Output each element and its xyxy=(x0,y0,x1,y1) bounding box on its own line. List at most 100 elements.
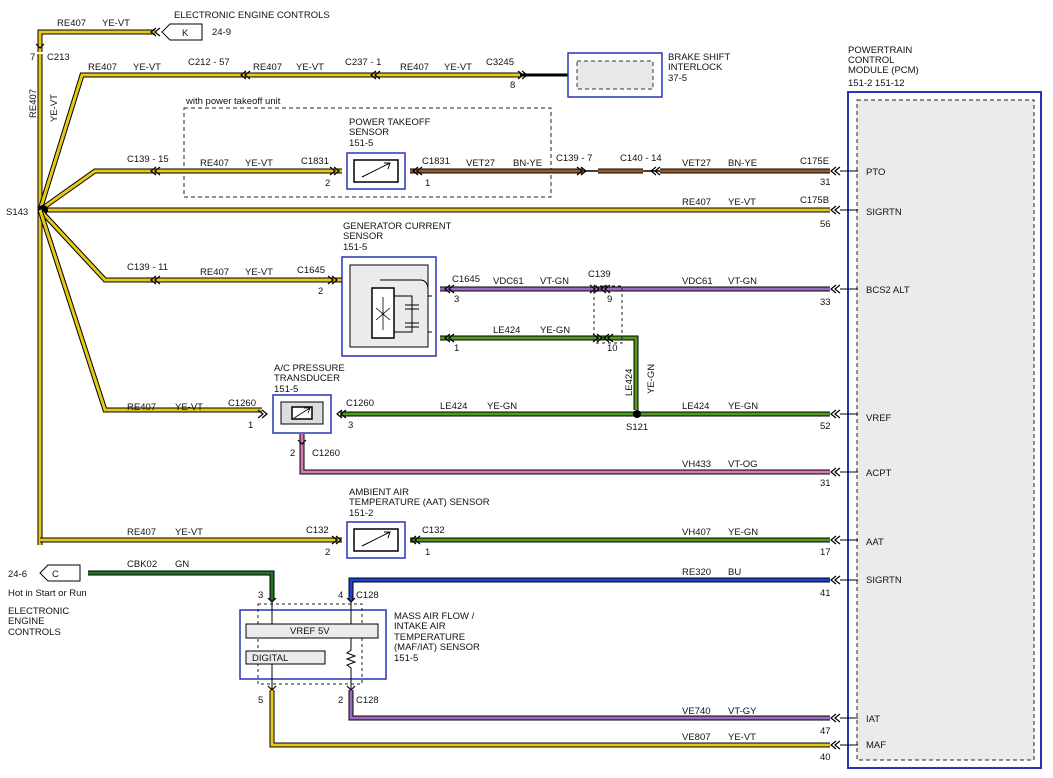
gen-pin-1: 1 xyxy=(454,343,459,354)
aat-left-circuit: RE407 xyxy=(127,527,156,538)
aat-pin-2: 2 xyxy=(325,547,330,558)
gen-sig-color-2: VT-GN xyxy=(728,276,757,287)
s121-vert-color: YE-GN xyxy=(646,364,657,394)
pto-c140-14: C140 - 14 xyxy=(620,153,662,164)
gen-pin-10: 10 xyxy=(607,343,618,354)
pto-right-color: BN-YE xyxy=(513,158,542,169)
ac-left-color: YE-VT xyxy=(175,402,203,413)
s121-vert-circuit: LE424 xyxy=(624,369,635,396)
ac-ref-circuit-2: LE424 xyxy=(682,401,709,412)
maf-iat-color: VT-GY xyxy=(728,706,757,717)
pto-c139: C139 - 15 xyxy=(127,154,169,165)
aat-title-2: TEMPERATURE (AAT) SENSOR xyxy=(349,497,490,508)
gen-pin-9: 9 xyxy=(607,294,612,305)
maf-eec-letter: C xyxy=(52,569,59,580)
ac-left-circuit: RE407 xyxy=(127,402,156,413)
ac-pin-1: 1 xyxy=(248,420,253,431)
gen-left-color: YE-VT xyxy=(245,267,273,278)
c213-pin: 7 xyxy=(30,52,35,63)
pto-box-label: with power takeoff unit xyxy=(185,96,281,107)
pto-row: C139 - 15 RE407 YE-VT C1831 2 POWER TAKE… xyxy=(38,117,858,213)
gen-c139: C139 - 11 xyxy=(127,262,168,273)
maf-maf-circuit: VE807 xyxy=(682,732,711,743)
maf-pwr-circuit: CBK02 xyxy=(127,559,157,570)
c3245-pin: 8 xyxy=(510,80,515,91)
pto-right-circuit-2: VET27 xyxy=(682,158,711,169)
ac-pin-2: 2 xyxy=(290,448,295,459)
pcm-pin-sigrtn-num: 56 xyxy=(820,219,831,230)
pcm-pin-iat: IAT xyxy=(866,714,880,725)
pcm-pin-maf-num: 40 xyxy=(820,752,831,763)
pcm-pin-sigrtn2: SIGRTN xyxy=(866,575,902,586)
maf-pin-5: 5 xyxy=(258,695,263,706)
gen-title-1: GENERATOR CURRENT xyxy=(343,221,452,232)
maf-hot-label: Hot in Start or Run xyxy=(8,588,87,599)
sigrtn-row: RE407 YE-VT C175B xyxy=(40,195,858,215)
ac-title-1: A/C PRESSURE xyxy=(274,363,345,374)
brake-wire-color-2: YE-VT xyxy=(296,62,324,73)
gen-sig-circuit-1: VDC61 xyxy=(493,276,524,287)
pcm-pin-maf: MAF xyxy=(866,740,886,751)
maf-pin-4: 4 xyxy=(338,590,343,601)
ac-sig-color: VT-OG xyxy=(728,459,758,470)
pto-ref: 151-5 xyxy=(349,138,373,149)
maf-ref: 151-5 xyxy=(394,653,418,664)
c237-label: C237 - 1 xyxy=(345,57,381,68)
c213-label: C213 xyxy=(47,52,70,63)
pcm-pin-pto-num: 31 xyxy=(820,177,831,188)
aat-left-color: YE-VT xyxy=(175,527,203,538)
ac-c1260-right: C1260 xyxy=(346,398,374,409)
pcm-pin-aat-num: 17 xyxy=(820,547,831,558)
eec-top-label: ELECTRONIC ENGINE CONTROLS xyxy=(174,10,330,21)
aat-title-1: AMBIENT AIR xyxy=(349,487,409,498)
aat-pin-1: 1 xyxy=(425,547,430,558)
pcm-title-3: MODULE (PCM) xyxy=(848,65,919,76)
pcm-pin-vref: VREF xyxy=(866,413,892,424)
pto-left-circuit: RE407 xyxy=(200,158,229,169)
ac-c1260-bottom: C1260 xyxy=(312,448,340,459)
pto-right-circuit: VET27 xyxy=(466,158,495,169)
pto-c1831-left: C1831 xyxy=(301,156,329,167)
vertical-bus: RE407 YE-VT xyxy=(28,54,60,545)
gen-ref-circuit: LE424 xyxy=(493,325,520,336)
pcm-title-1: POWERTRAIN xyxy=(848,45,912,56)
gen-sig-color-1: VT-GN xyxy=(540,276,569,287)
pcm-pin-sigrtn2-num: 41 xyxy=(820,588,831,599)
maf-maf-color: YE-VT xyxy=(728,732,756,743)
maf-pin-2: 2 xyxy=(338,695,343,706)
gen-sensor-row: C139 - 11 RE407 YE-VT C1645 2 GENERATOR … xyxy=(38,208,858,410)
maf-c128-top: C128 xyxy=(356,590,379,601)
gen-pin-3: 3 xyxy=(454,294,459,305)
pcm-pin-aat: AAT xyxy=(866,537,884,548)
maf-title-2: INTAKE AIR xyxy=(394,621,446,632)
maf-vref-label: VREF 5V xyxy=(290,626,330,637)
ac-sensor-row: RE407 YE-VT C1260 1 A/C PRESSURE TRANSDU… xyxy=(37,209,858,477)
ac-ref: 151-5 xyxy=(274,384,298,395)
gen-ref: 151-5 xyxy=(343,242,367,253)
gen-ref-color: YE-GN xyxy=(540,325,570,336)
bus-color: YE-VT xyxy=(49,94,60,122)
pto-title-1: POWER TAKEOFF xyxy=(349,117,431,128)
brake-wire-circuit-1: RE407 xyxy=(88,62,117,73)
brake-wire-circuit-2: RE407 xyxy=(253,62,282,73)
maf-eec-label-1: ELECTRONIC xyxy=(8,606,69,617)
brake-wire-color-3: YE-VT xyxy=(444,62,472,73)
pcm-pin-sigrtn: SIGRTN xyxy=(866,207,902,218)
top-wire: RE407 YE-VT C213 7 xyxy=(30,18,161,63)
ac-title-2: TRANSDUCER xyxy=(274,373,340,384)
pto-optional-box: with power takeoff unit xyxy=(183,96,552,198)
maf-eec-ref: 24-6 xyxy=(8,569,27,580)
pto-c175e: C175E xyxy=(800,156,829,167)
splice-s143-label: S143 xyxy=(6,207,28,218)
maf-sensor-group: C 24-6 Hot in Start or Run ELECTRONIC EN… xyxy=(8,559,858,750)
pcm-pin-pto: PTO xyxy=(866,167,885,178)
gen-c1645-left: C1645 xyxy=(297,265,325,276)
pto-right-color-2: BN-YE xyxy=(728,158,757,169)
gen-sig-circuit-2: VDC61 xyxy=(682,276,713,287)
c3245-label: C3245 xyxy=(486,57,514,68)
ac-ref-color-1: YE-GN xyxy=(487,401,517,412)
gen-left-circuit: RE407 xyxy=(200,267,229,278)
maf-eec-label-2: ENGINE xyxy=(8,616,44,627)
maf-pin-3: 3 xyxy=(258,590,263,601)
